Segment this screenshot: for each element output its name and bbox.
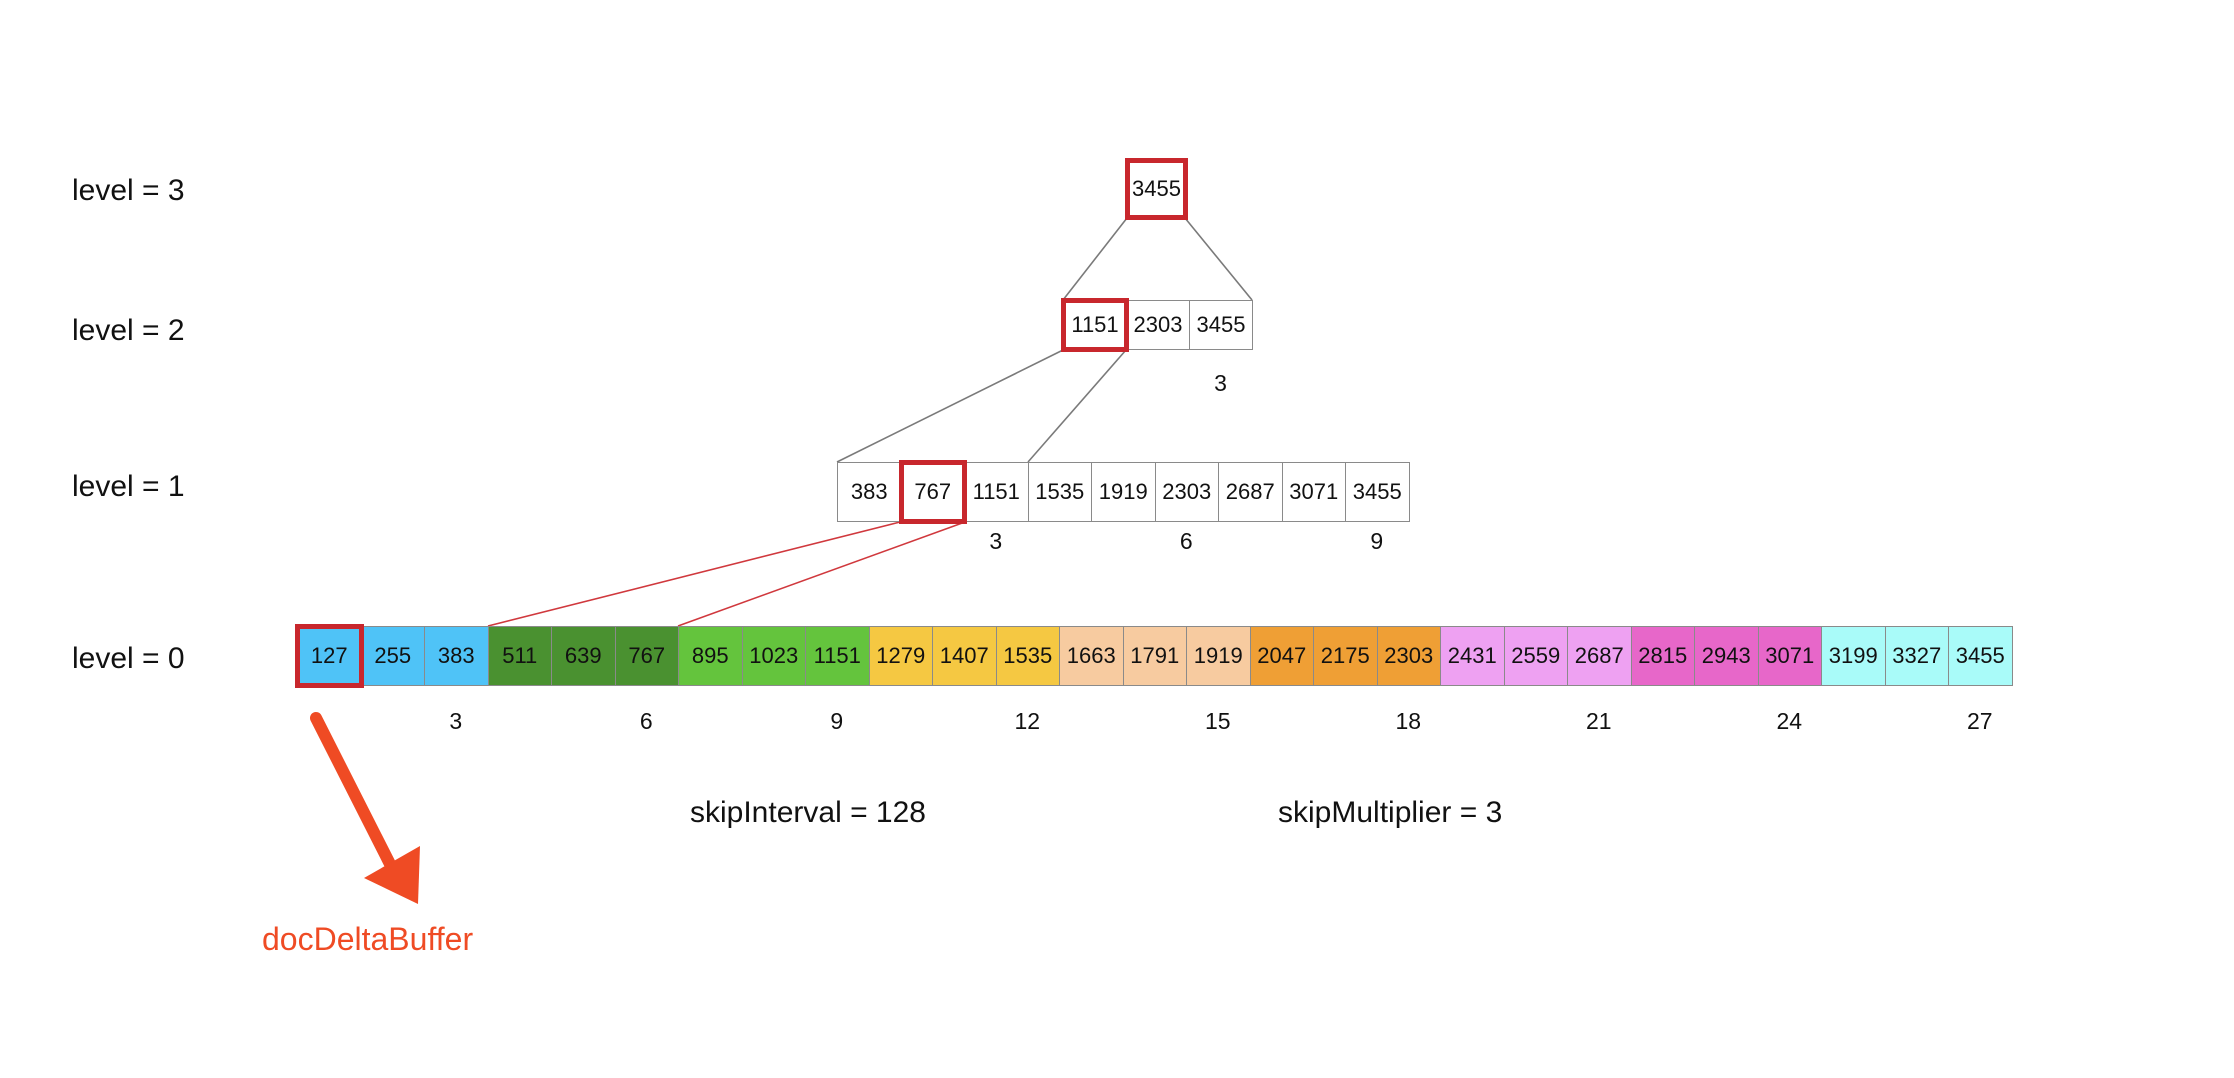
- level2-cell: 1151: [1063, 300, 1127, 350]
- level2-index-label: 3: [1214, 370, 1227, 396]
- level0-cell: 2943: [1694, 626, 1759, 686]
- level1-cell: 383: [837, 462, 902, 522]
- level0-cell: 2175: [1313, 626, 1378, 686]
- connector-l1-l0-right: [677, 521, 966, 627]
- level0-cell: 895: [678, 626, 743, 686]
- level1-index-label: 6: [1179, 528, 1193, 554]
- level0-cell: 127: [297, 626, 362, 686]
- level0-cell: 1663: [1059, 626, 1124, 686]
- level0-cell: 3327: [1884, 626, 1949, 686]
- level0-cell: 383: [424, 626, 489, 686]
- level1-cell: 1535: [1027, 462, 1092, 522]
- skip-interval-label: skipInterval = 128: [690, 796, 926, 829]
- level0-cell: 255: [360, 626, 425, 686]
- level-0-label: level = 0: [72, 642, 185, 675]
- level0-index-label: 18: [1395, 708, 1422, 734]
- level1-cell: 1919: [1091, 462, 1156, 522]
- level0-index-label: 27: [1966, 708, 1993, 734]
- connector-l3-l2-left: [1062, 217, 1128, 301]
- level0-cell: 639: [551, 626, 616, 686]
- level0-index-label: 9: [830, 708, 844, 734]
- doc-delta-buffer-label: docDeltaBuffer: [262, 921, 474, 957]
- level0-cell: 2687: [1567, 626, 1632, 686]
- level1-cell: 1151: [964, 462, 1029, 522]
- arrow-head: [364, 846, 420, 904]
- connector-l3-l2-right: [1184, 217, 1253, 301]
- level-3-label: level = 3: [72, 174, 185, 207]
- level0-index-label: 21: [1585, 708, 1612, 734]
- level0-cell: 1407: [932, 626, 997, 686]
- level1-cell: 767: [900, 462, 965, 522]
- level0-cell: 2303: [1376, 626, 1441, 686]
- level0-index-label: 3: [449, 708, 463, 734]
- level0-cell: 3199: [1821, 626, 1886, 686]
- level1-cell: 2687: [1218, 462, 1283, 522]
- level0-cell: 1023: [741, 626, 806, 686]
- level3-cell: 3455: [1127, 160, 1186, 218]
- level0-cell: 2047: [1249, 626, 1314, 686]
- level1-cell: 2303: [1154, 462, 1219, 522]
- level0-cell: 1535: [995, 626, 1060, 686]
- level0-index-label: 12: [1014, 708, 1041, 734]
- level0-cell: 1919: [1186, 626, 1251, 686]
- level1-cell: 3455: [1345, 462, 1410, 522]
- level2-cell: 2303: [1126, 300, 1190, 350]
- level1-cell: 3071: [1281, 462, 1346, 522]
- level-1-label: level = 1: [72, 470, 185, 503]
- arrow-shaft: [310, 712, 398, 874]
- level0-index-label: 6: [639, 708, 653, 734]
- connector-l1-l0-left: [487, 521, 901, 627]
- level0-cell: 2559: [1503, 626, 1568, 686]
- level-2-label: level = 2: [72, 314, 185, 347]
- level1-index-label: 9: [1370, 528, 1384, 554]
- connector-l2-l1-left: [836, 349, 1064, 463]
- connector-l2-l1-right: [1027, 349, 1127, 463]
- level0-cell: 3071: [1757, 626, 1822, 686]
- level0-cell: 511: [487, 626, 552, 686]
- level1-index-label: 3: [989, 528, 1003, 554]
- level2-cell: 3455: [1189, 300, 1253, 350]
- level0-cell: 2431: [1440, 626, 1505, 686]
- level0-cell: 2815: [1630, 626, 1695, 686]
- skip-multiplier-label: skipMultiplier = 3: [1278, 796, 1503, 829]
- level0-cell: 1791: [1122, 626, 1187, 686]
- level0-cell: 1151: [805, 626, 870, 686]
- level0-cell: 767: [614, 626, 679, 686]
- level0-index-label: 24: [1776, 708, 1803, 734]
- level0-cell: 3455: [1948, 626, 2013, 686]
- level0-index-label: 15: [1204, 708, 1231, 734]
- level0-cell: 1279: [868, 626, 933, 686]
